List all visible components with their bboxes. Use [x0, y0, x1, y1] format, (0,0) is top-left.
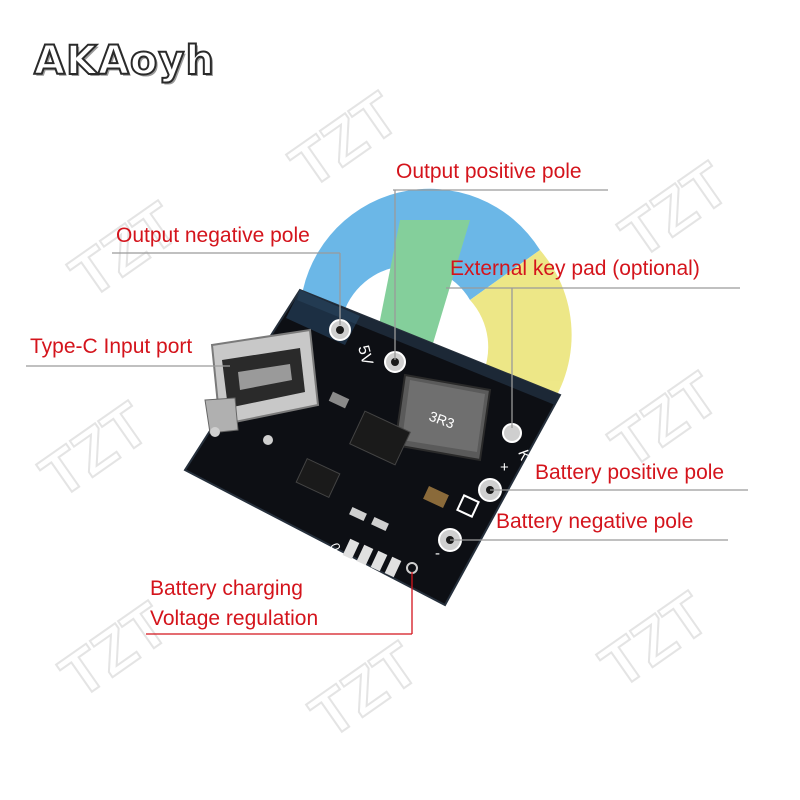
label-external-key: External key pad (optional) — [450, 257, 700, 280]
pcb-edge — [297, 290, 560, 405]
watermark-tzt: TZT — [588, 580, 721, 702]
label-type-c-input: Type-C Input port — [30, 335, 193, 358]
ic-chip — [349, 410, 411, 466]
label-battery-negative: Battery negative pole — [496, 510, 694, 533]
label-output-positive: Output positive pole — [396, 160, 582, 183]
type-c-connector — [204, 328, 320, 434]
brand-logo: AKAoyh — [33, 37, 215, 85]
silk-5v: 5V — [354, 344, 376, 368]
leader-lines — [26, 189, 748, 635]
mounting-pad — [263, 435, 273, 445]
label-output-negative: Output negative pole — [116, 224, 310, 247]
smd-component — [349, 506, 367, 522]
voltage-select-pads — [342, 538, 402, 578]
watermark-tzt: TZT — [28, 390, 161, 512]
capacitor — [423, 486, 449, 508]
watermark-tzt: TZT — [58, 190, 191, 312]
silk-square — [456, 494, 480, 518]
pcb-board: 3R3 5V K + - 0 — [183, 288, 562, 607]
silk-100: 100 — [377, 576, 399, 602]
inductor: 3R3 — [393, 373, 492, 462]
mounting-pad — [210, 427, 220, 437]
mosfet — [295, 457, 341, 499]
watermark-tzt: TZT — [278, 80, 411, 202]
smd-component — [371, 516, 389, 532]
watermark-tzt: TZT — [608, 150, 741, 272]
label-battery-positive: Battery positive pole — [535, 461, 725, 484]
label-voltage-regulation: Voltage regulation — [150, 607, 319, 630]
silk-plus: + — [500, 459, 509, 476]
watermark-tzt: TZT — [298, 630, 431, 752]
silk-minus: - — [435, 545, 440, 562]
silk-0: 0 — [327, 541, 344, 553]
label-battery-charging: Battery charging — [150, 577, 303, 600]
resistor — [328, 391, 350, 409]
